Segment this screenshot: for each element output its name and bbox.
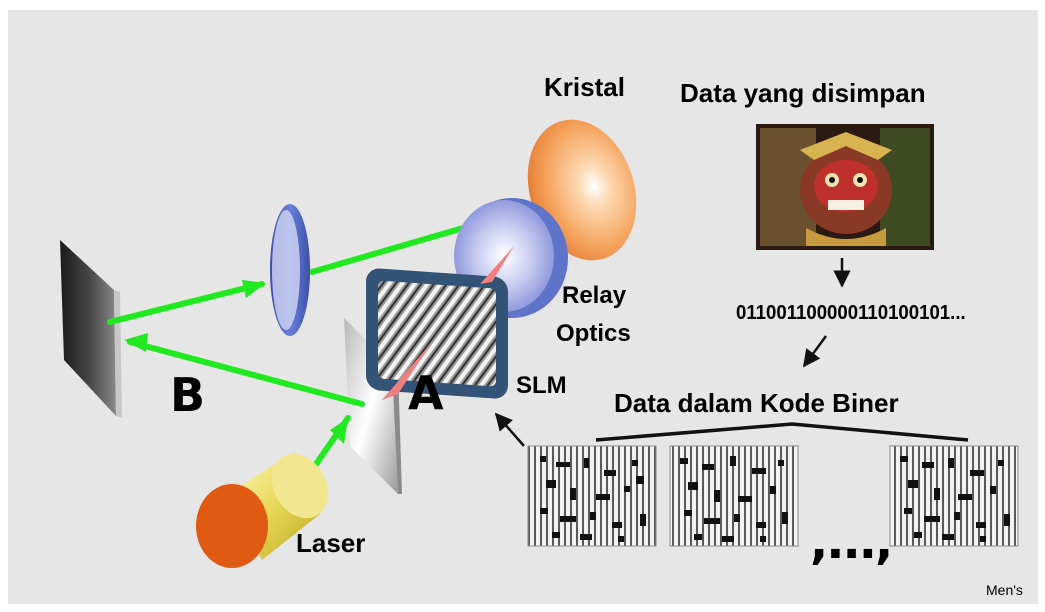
label-optics: Optics bbox=[556, 320, 631, 347]
fourier-lens bbox=[270, 204, 310, 336]
label-stored-data: Data yang disimpan bbox=[680, 78, 926, 108]
label-laser: Laser bbox=[296, 528, 366, 558]
label-binary-string: 011001100000110100101... bbox=[736, 302, 966, 324]
stored-image-barong bbox=[756, 124, 934, 250]
binary-code-page-3 bbox=[889, 445, 1019, 547]
code-pages-bracket bbox=[595, 422, 969, 442]
label-ellipsis: ,..., bbox=[810, 514, 893, 570]
label-relay: Relay bbox=[562, 282, 627, 309]
signal-arrow-relay bbox=[480, 246, 514, 284]
label-kristal: Kristal bbox=[544, 72, 625, 102]
arrow-code-to-slm bbox=[494, 412, 525, 447]
label-point-b: B bbox=[170, 368, 206, 422]
arrow-binary-to-code bbox=[802, 335, 828, 368]
beam-splitter-to-mirror bbox=[127, 339, 365, 407]
arrowhead-left bbox=[124, 333, 148, 352]
label-credit: Men's bbox=[986, 582, 1023, 598]
beam-mirror-to-lens bbox=[107, 281, 265, 325]
arrowhead-up bbox=[330, 418, 348, 444]
label-point-a: A bbox=[408, 366, 444, 420]
label-binary-code-data: Data dalam Kode Biner bbox=[614, 388, 899, 418]
spatial-light-modulator bbox=[366, 268, 508, 399]
beam-lens-to-relay bbox=[309, 223, 473, 275]
signal-arrow-slm bbox=[382, 342, 432, 400]
signal-arrows bbox=[382, 246, 514, 400]
arrowhead-right bbox=[242, 280, 266, 298]
laser-source bbox=[196, 452, 329, 568]
label-slm: SLM bbox=[516, 372, 567, 399]
binary-code-page-2 bbox=[669, 445, 799, 547]
binary-code-page-1 bbox=[527, 445, 657, 547]
